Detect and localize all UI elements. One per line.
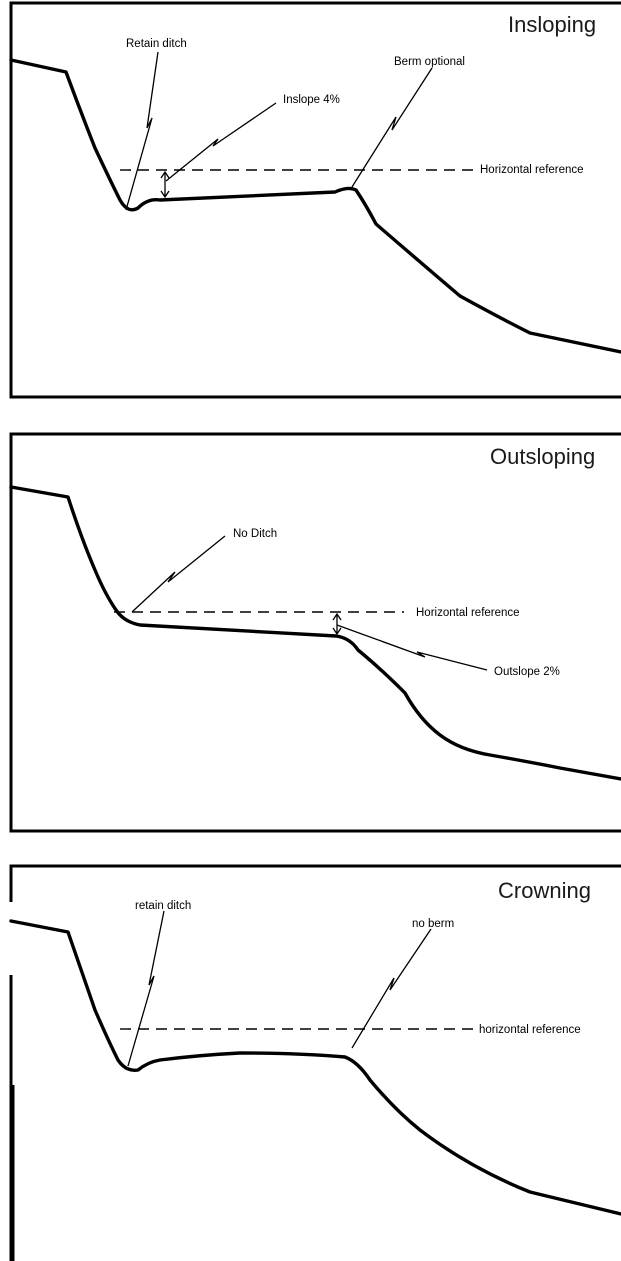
berm-leader [351, 67, 433, 188]
berm-optional-label: Berm optional [394, 56, 465, 68]
ground-profile [9, 485, 621, 781]
outsloping-panel: Outsloping No Ditch Horizontal reference… [9, 432, 621, 833]
no-ditch-label: No Ditch [233, 528, 277, 540]
panel-title: Outsloping [490, 444, 595, 469]
inslope-label: Inslope 4% [283, 94, 340, 106]
ground-profile [9, 919, 621, 1216]
no-ditch-leader [131, 535, 226, 613]
retain-ditch-leader [127, 910, 165, 1067]
no-berm-label: no berm [412, 918, 454, 930]
retain-ditch-leader [125, 51, 159, 211]
panel-frame [9, 1, 621, 399]
retain-ditch-label: retain ditch [135, 900, 191, 912]
outslope-leader [336, 624, 488, 671]
crowning-panel: Crowning retain ditch no berm horizontal… [9, 864, 621, 1261]
ground-profile [9, 58, 621, 354]
no-berm-leader [351, 928, 432, 1049]
panel-title: Crowning [498, 878, 591, 903]
insloping-panel: Insloping Retain ditch Inslope 4% Berm o… [9, 1, 621, 399]
horizontal-reference-label: Horizontal reference [480, 164, 584, 176]
panel-title: Insloping [508, 12, 596, 37]
horizontal-reference-label: Horizontal reference [416, 607, 520, 619]
panel-frame [9, 864, 621, 1261]
panel-frame [9, 432, 621, 833]
outslope-arrow [332, 612, 342, 636]
retain-ditch-label: Retain ditch [126, 38, 187, 50]
horizontal-reference-label: horizontal reference [479, 1024, 581, 1036]
inslope-arrow [160, 170, 170, 199]
inslope-leader [165, 102, 277, 182]
outslope-label: Outslope 2% [494, 666, 560, 678]
